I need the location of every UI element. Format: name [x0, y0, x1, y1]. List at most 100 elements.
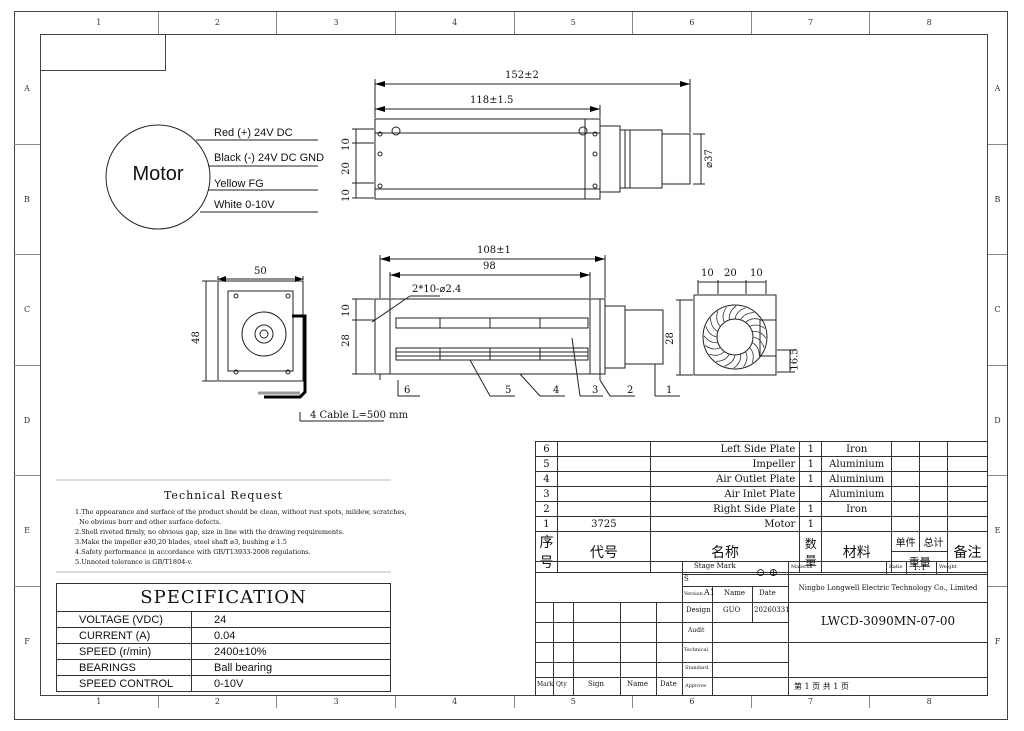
dim-label-right-10b: 10 [750, 268, 763, 279]
zone-col-label: 2 [159, 12, 278, 34]
zone-col-label: 4 [396, 696, 515, 708]
impeller-blade [749, 324, 766, 329]
specification-table: VOLTAGE (VDC)24 CURRENT (A)0.04 SPEED (r… [56, 611, 391, 692]
impeller-blade [722, 306, 727, 323]
zone-row-label: F [994, 636, 1001, 646]
bom-blank [919, 441, 949, 457]
bom-material: Iron [821, 501, 893, 517]
bom-qty: 1 [799, 471, 823, 487]
bom-qty: 1 [799, 441, 823, 457]
dim-label-top-side-3: 10 [340, 189, 352, 202]
zone-row-label: B [988, 145, 1007, 255]
bom-blank [891, 501, 921, 517]
bom-qty: 1 [799, 516, 823, 532]
zone-row-label: D [14, 366, 40, 476]
zone-row-label: A [988, 34, 1007, 145]
technical-line: 1.The appearance and surface of the prod… [75, 508, 407, 516]
zone-col-label: 7 [752, 696, 871, 708]
bom-blank [947, 441, 988, 457]
zone-row-label: C [988, 255, 1007, 366]
holes-label: 2*10-⌀2.4 [412, 284, 462, 295]
bom-blank [947, 486, 988, 502]
impeller-blade [745, 318, 761, 323]
spec-row: SPEED (r/min)2400±10% [56, 643, 391, 660]
technical-request-list: 1.The appearance and surface of the prod… [75, 507, 407, 567]
top-view-body [374, 118, 601, 200]
technical-line: 5.Unnoted tolerance is GB/T1804-v. [75, 558, 193, 566]
bom-name: Air Outlet Plate [649, 471, 801, 487]
tb-drawing-number: LWCD-3090MN-07-00 [820, 614, 956, 628]
spec-value: Ball bearing [191, 659, 391, 676]
technical-request-title: Technical Request [163, 489, 284, 502]
zone-row-label: E [988, 476, 1007, 587]
impeller-blade [704, 345, 721, 350]
dim-label-front-28: 28 [340, 334, 352, 347]
cable-label: 4 Cable L=500 mm [310, 410, 409, 421]
motor-circle [105, 124, 211, 230]
zone-columns-top: 1 2 3 4 5 6 7 8 [40, 12, 988, 34]
impeller-blade [728, 305, 737, 320]
technical-line: 4.Safety performance in accordance with … [75, 548, 311, 556]
bom-code [556, 501, 651, 517]
bom-header-material: 材料 [821, 531, 893, 573]
motor-cable [264, 314, 307, 399]
tb-stage-mark: Stage Mark [694, 562, 736, 570]
impeller-blade [703, 335, 718, 344]
zone-col-label: 4 [396, 12, 515, 34]
tb-sign: Sign [588, 680, 605, 688]
callout-5: 5 [505, 385, 512, 396]
spec-value: 0-10V [191, 675, 391, 692]
zone-columns-bottom: 1 2 3 4 5 6 7 8 [40, 696, 988, 708]
tb-company: Ningbo Longwell Electric Technology Co.,… [798, 584, 978, 592]
tb-date: Date [660, 680, 677, 688]
spec-value: 2400±10% [191, 643, 391, 660]
impeller-blade [751, 342, 760, 357]
zone-col-label: 5 [515, 696, 634, 708]
impeller-blade [724, 354, 736, 367]
bom-code [556, 471, 651, 487]
bom-material: Aluminium [821, 486, 893, 502]
zone-col-label: 3 [277, 12, 396, 34]
impeller-blade [716, 311, 721, 327]
zone-col-label: 7 [752, 12, 871, 34]
tb-weight-label: Weight [939, 564, 957, 570]
bom-code [556, 456, 651, 472]
bom-blank [919, 501, 949, 517]
bom-material: Iron [821, 441, 893, 457]
spec-value: 0.04 [191, 627, 391, 644]
impeller-blade [710, 317, 719, 332]
corner-box [40, 34, 166, 71]
bom-blank [891, 486, 921, 502]
tb-mark: Mark [537, 681, 554, 688]
impeller-blade [740, 312, 755, 321]
technical-line: 3.Make the impeller ⌀30,20 blades, steel… [75, 538, 288, 546]
callout-2: 2 [627, 385, 634, 396]
callout-1: 1 [666, 385, 673, 396]
drawing-border-inner [40, 34, 988, 696]
bom-name: Air Inlet Plate [649, 486, 801, 502]
bom-blank [947, 516, 988, 532]
bom-header-remark: 备注 [947, 531, 988, 573]
bom-blank [891, 441, 921, 457]
impeller-blades [703, 305, 767, 369]
bom-name: Motor [649, 516, 801, 532]
dim-label-right-16-5: 16.5 [789, 348, 801, 371]
zone-col-label: 3 [277, 696, 396, 708]
spec-label: VOLTAGE (VDC) [56, 611, 192, 628]
tb-design-date: 20260331 [754, 606, 790, 614]
impeller-blade [705, 326, 718, 338]
bom-no: 6 [535, 441, 558, 457]
title-block: Mark Qty Sign Name Date Stage Mark S Ver… [535, 561, 988, 696]
zone-col-label: 6 [633, 12, 752, 34]
dim-label-top-side-2: 20 [340, 162, 352, 175]
bom-name: Left Side Plate [649, 441, 801, 457]
tb-version: A1 [704, 588, 715, 597]
zone-rows-right: A B C D E F [988, 34, 1007, 696]
bom-header-no: 序号 [535, 531, 558, 573]
dim-label-118: 118±1.5 [470, 95, 514, 106]
dim-label-98: 98 [483, 261, 496, 272]
